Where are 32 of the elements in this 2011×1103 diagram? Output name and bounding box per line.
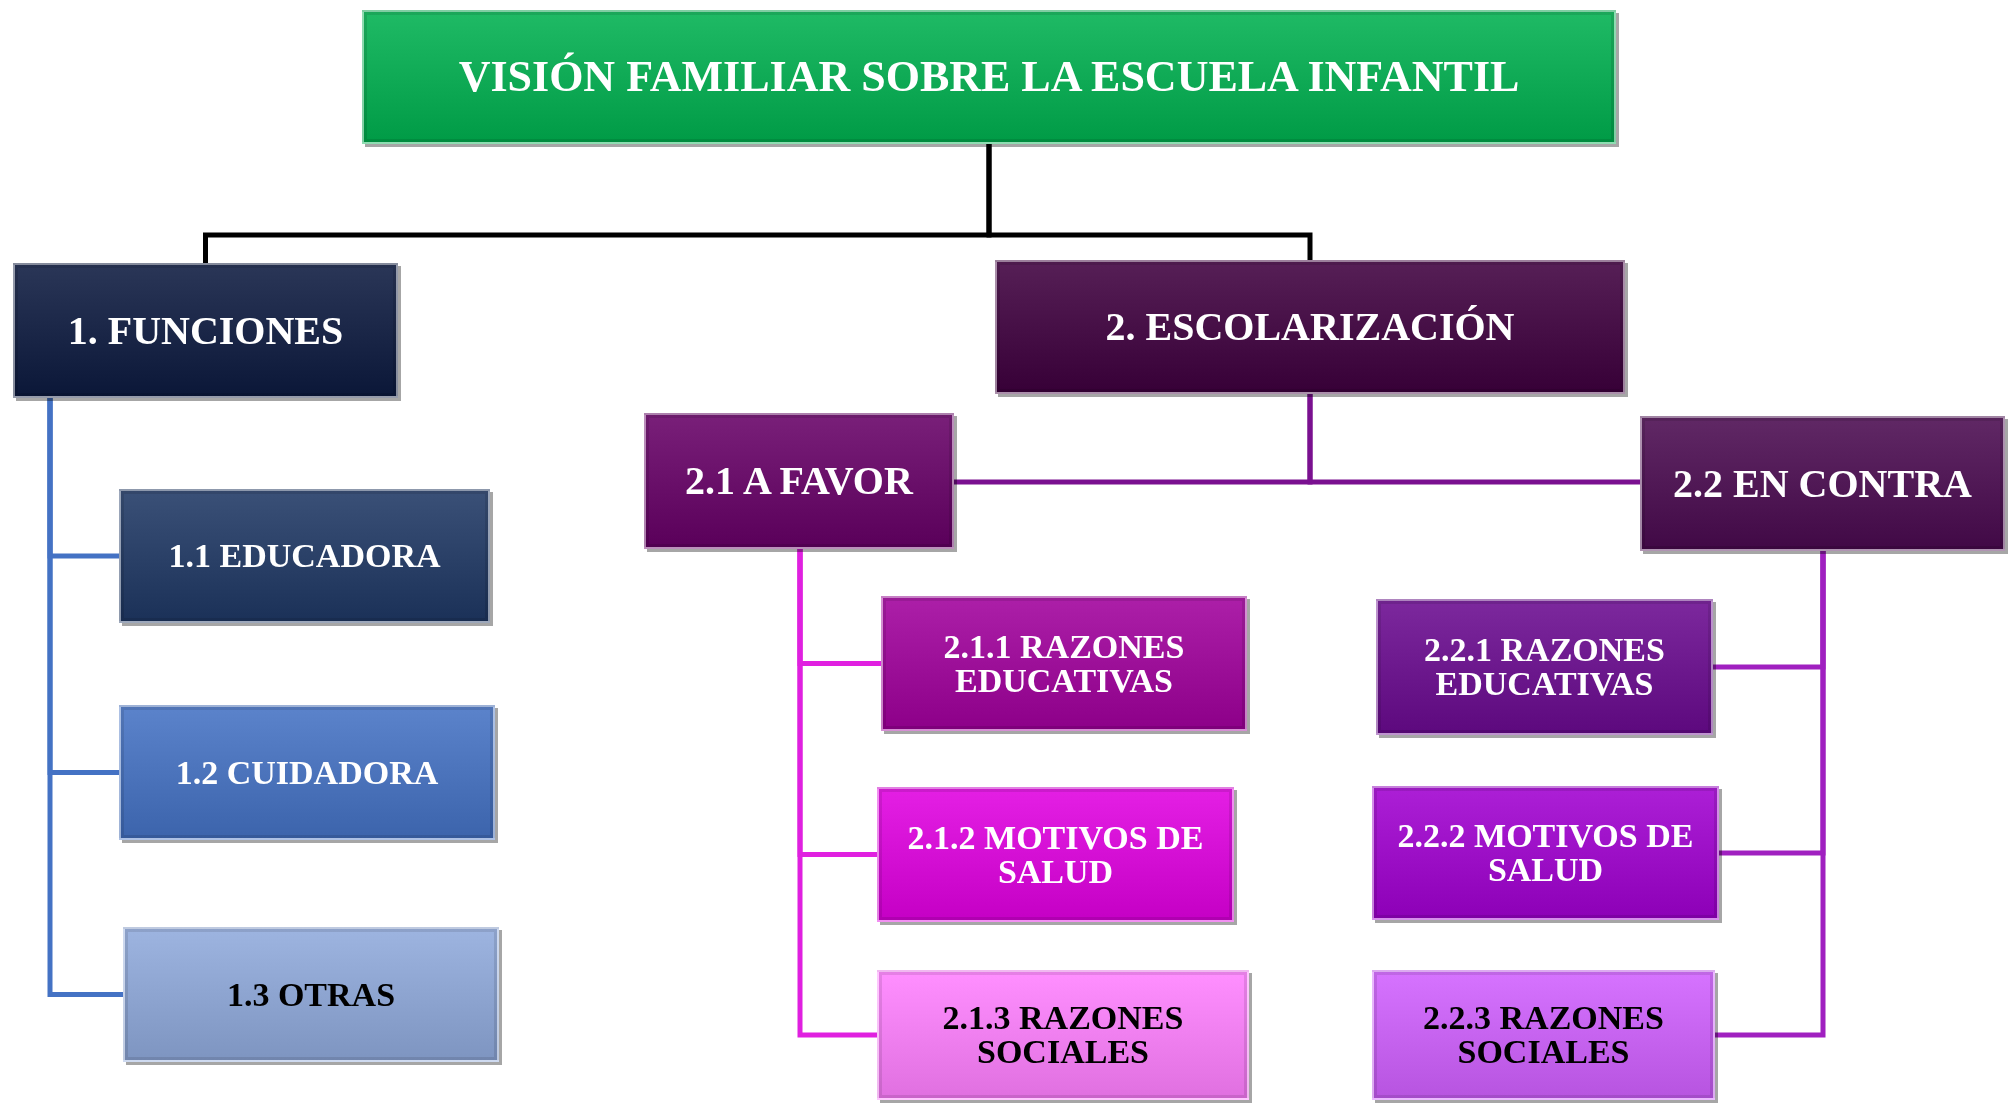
category-box	[123, 927, 499, 1062]
box-label: 1.3 OTRAS	[226, 977, 396, 1012]
box-label: 2.2.3 RAZONES SOCIALES	[1422, 1001, 1665, 1069]
connector-line	[797, 549, 877, 1038]
category-box	[644, 413, 954, 549]
box-label: 2.1 A FAVOR	[685, 461, 913, 501]
connector-line	[1307, 394, 1640, 485]
category-box	[877, 970, 1249, 1100]
box-label: 1. FUNCIONES	[67, 310, 344, 351]
category-box	[119, 489, 490, 623]
connector-line	[47, 398, 123, 997]
category-box	[877, 787, 1234, 922]
category-box	[119, 705, 495, 840]
box-label: 2.2 EN CONTRA	[1673, 463, 1972, 504]
box-label: 1.1 EDUCADORA	[168, 539, 441, 573]
category-box	[1372, 970, 1715, 1100]
category-box	[13, 263, 398, 398]
box-label: 2.1.3 RAZONES SOCIALES	[941, 1001, 1185, 1069]
category-box	[881, 596, 1247, 731]
category-box	[1640, 416, 2005, 551]
box-label: 2.1.2 MOTIVOS DE SALUD	[906, 820, 1205, 889]
category-box	[995, 260, 1625, 394]
category-box	[1372, 786, 1719, 920]
box-label: 2. ESCOLARIZACIÓN	[1105, 307, 1515, 347]
category-box	[362, 10, 1616, 144]
connector-line	[986, 144, 1313, 260]
category-box	[1376, 599, 1713, 735]
box-label: 2.1.1 RAZONES EDUCATIVAS	[942, 629, 1186, 698]
connector-line	[1715, 551, 1826, 1038]
box-label: 2.2.1 RAZONES EDUCATIVAS	[1423, 633, 1666, 701]
box-label: 2.2.2 MOTIVOS DE SALUD	[1396, 819, 1695, 887]
box-label: 1.2 CUIDADORA	[175, 755, 439, 790]
